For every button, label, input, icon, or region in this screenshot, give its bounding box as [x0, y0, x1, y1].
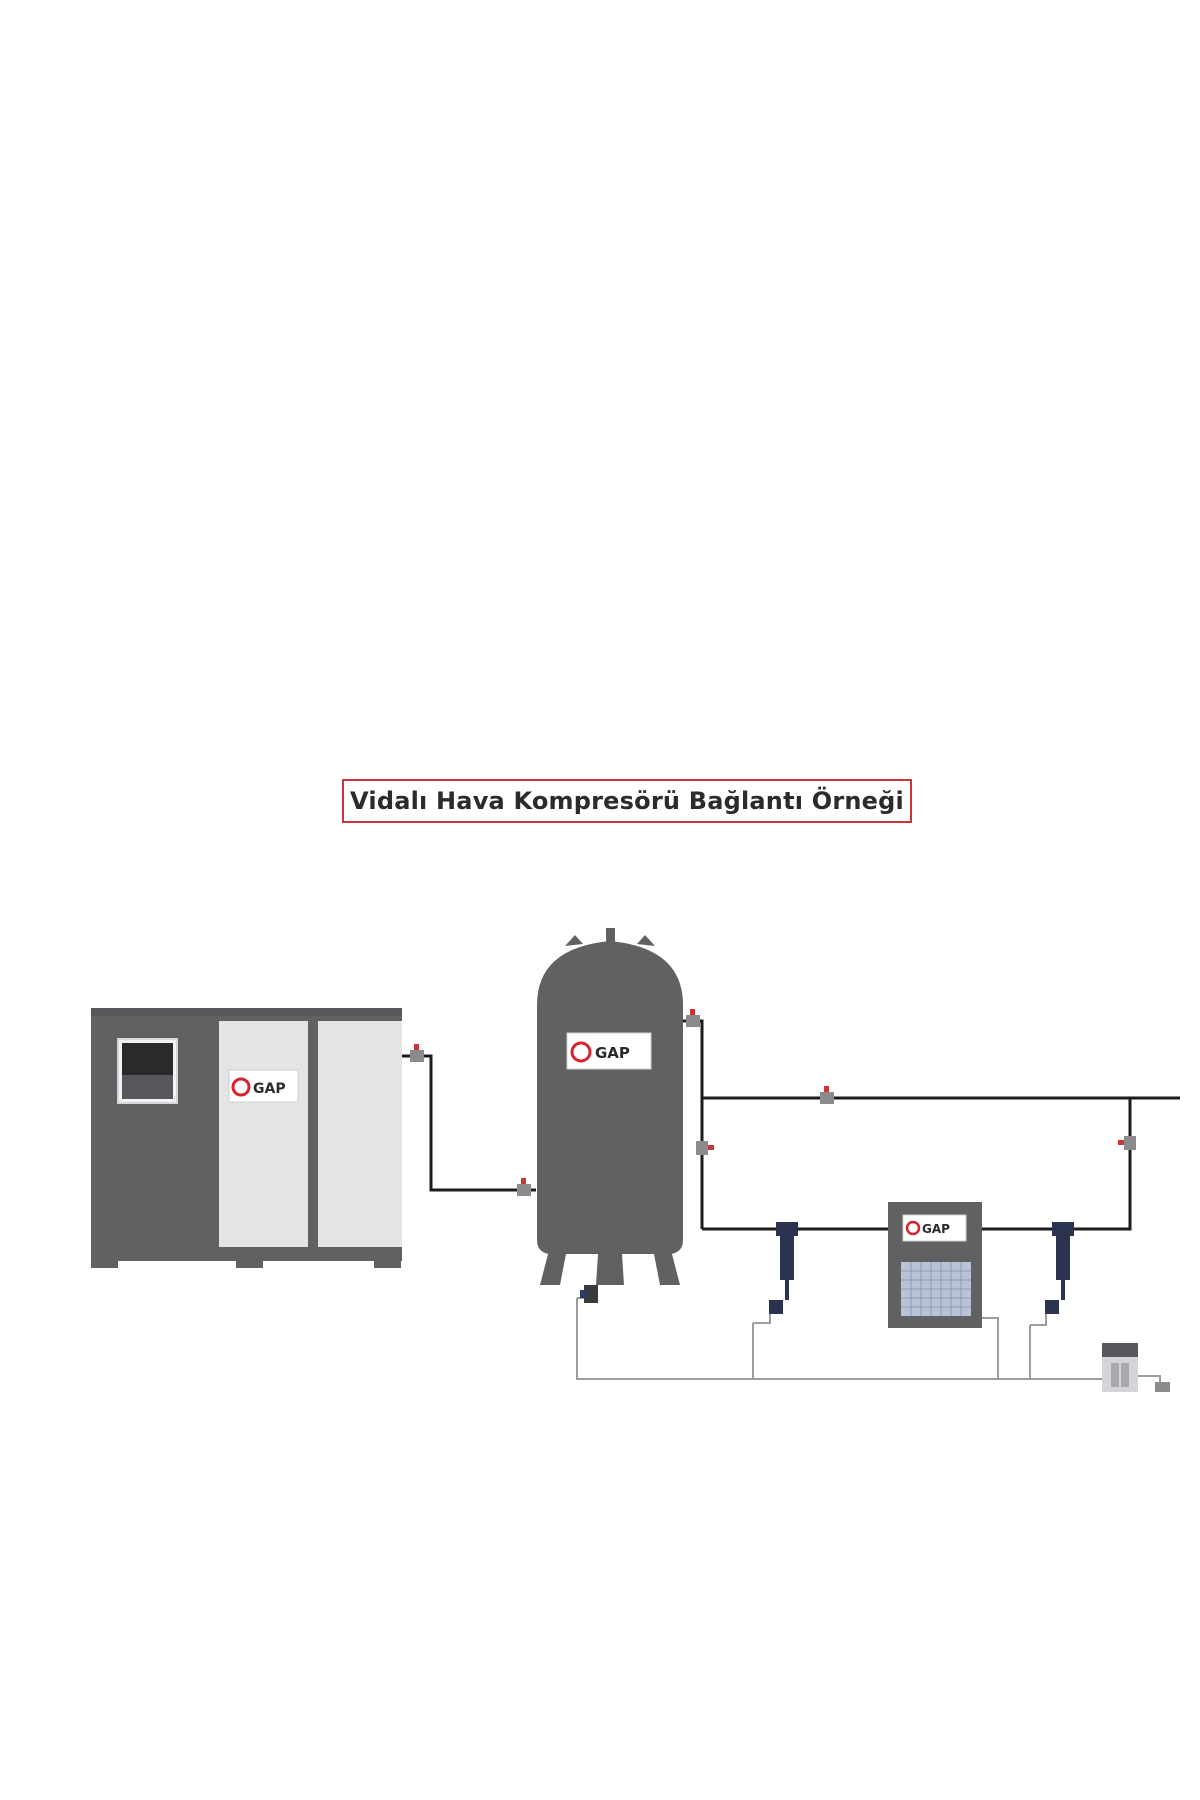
drain-valve-icon [580, 1285, 598, 1303]
drain-lines [576, 1288, 1161, 1382]
compressor-logo: GAP [228, 1069, 299, 1103]
drain-line-filter-2-top [1030, 1312, 1047, 1326]
compressor-door-left [219, 1021, 308, 1247]
separator-panel-2 [1121, 1363, 1129, 1387]
valve-treatment-inlet [696, 1141, 714, 1155]
compressor-control-screen [122, 1043, 173, 1075]
separator-lid [1102, 1343, 1138, 1357]
valve-tank-outlet [686, 1009, 700, 1027]
air-pipes [402, 1019, 1180, 1231]
filter-2-bowl [1056, 1236, 1070, 1280]
separator-panel-1 [1111, 1363, 1119, 1387]
valve-bypass [820, 1086, 834, 1104]
compressor-door-right [318, 1021, 402, 1247]
compressor-icon: GAP [91, 1008, 402, 1268]
valve-compressor-outlet [410, 1044, 424, 1062]
tank-legs [540, 1254, 680, 1285]
filter-1-head [776, 1222, 798, 1236]
tank-body [537, 941, 683, 1254]
brand-mark-icon [231, 1077, 251, 1097]
oil-water-separator-icon [1102, 1343, 1170, 1392]
drain-line-main [576, 1298, 1106, 1380]
tank-top-nozzle [606, 928, 615, 944]
brand-mark-icon [905, 1220, 921, 1236]
compressor-logo-text: GAP [253, 1081, 286, 1097]
filter-1-stem [785, 1280, 789, 1300]
compressor-feet-right [374, 1259, 401, 1268]
valve-treatment-outlet [1118, 1136, 1136, 1150]
brand-mark-icon [570, 1041, 592, 1063]
tank-top-lugs [565, 935, 655, 946]
tank-logo: GAP [566, 1032, 652, 1070]
compressor-top-strip [91, 1008, 402, 1016]
tank-logo-text: GAP [595, 1044, 630, 1062]
filter-2-head [1052, 1222, 1074, 1236]
pipe-valves [410, 1009, 1136, 1196]
diagram-title-box: Vidalı Hava Kompresörü Bağlantı Örneği [342, 779, 912, 823]
separator-outlet-box [1155, 1382, 1170, 1392]
dryer-icon: GAP [888, 1202, 982, 1328]
dryer-grille-lines [901, 1262, 971, 1316]
filter-icon [1045, 1222, 1074, 1314]
pipe-compressor-to-tank [402, 1054, 536, 1192]
compressor-feet-left [91, 1259, 118, 1268]
pipe-tank-outlet [680, 1019, 704, 1229]
drain-line-filter-1-top [753, 1312, 771, 1324]
drain-line-separator [1138, 1375, 1161, 1382]
valve-tank-inlet [517, 1178, 531, 1196]
filter-2-drain [1045, 1300, 1059, 1314]
air-tank-icon: GAP [537, 928, 683, 1285]
compressor-control-lower [122, 1075, 173, 1099]
filter-2-stem [1061, 1280, 1065, 1300]
filter-icon [769, 1222, 798, 1314]
dryer-logo: GAP [902, 1214, 967, 1242]
filter-1-drain [769, 1300, 783, 1314]
drain-line-dryer [982, 1317, 999, 1379]
diagram-title: Vidalı Hava Kompresörü Bağlantı Örneği [350, 787, 904, 815]
compressor-feet-mid [236, 1259, 263, 1268]
dryer-logo-text: GAP [922, 1222, 950, 1236]
filter-1-bowl [780, 1236, 794, 1280]
